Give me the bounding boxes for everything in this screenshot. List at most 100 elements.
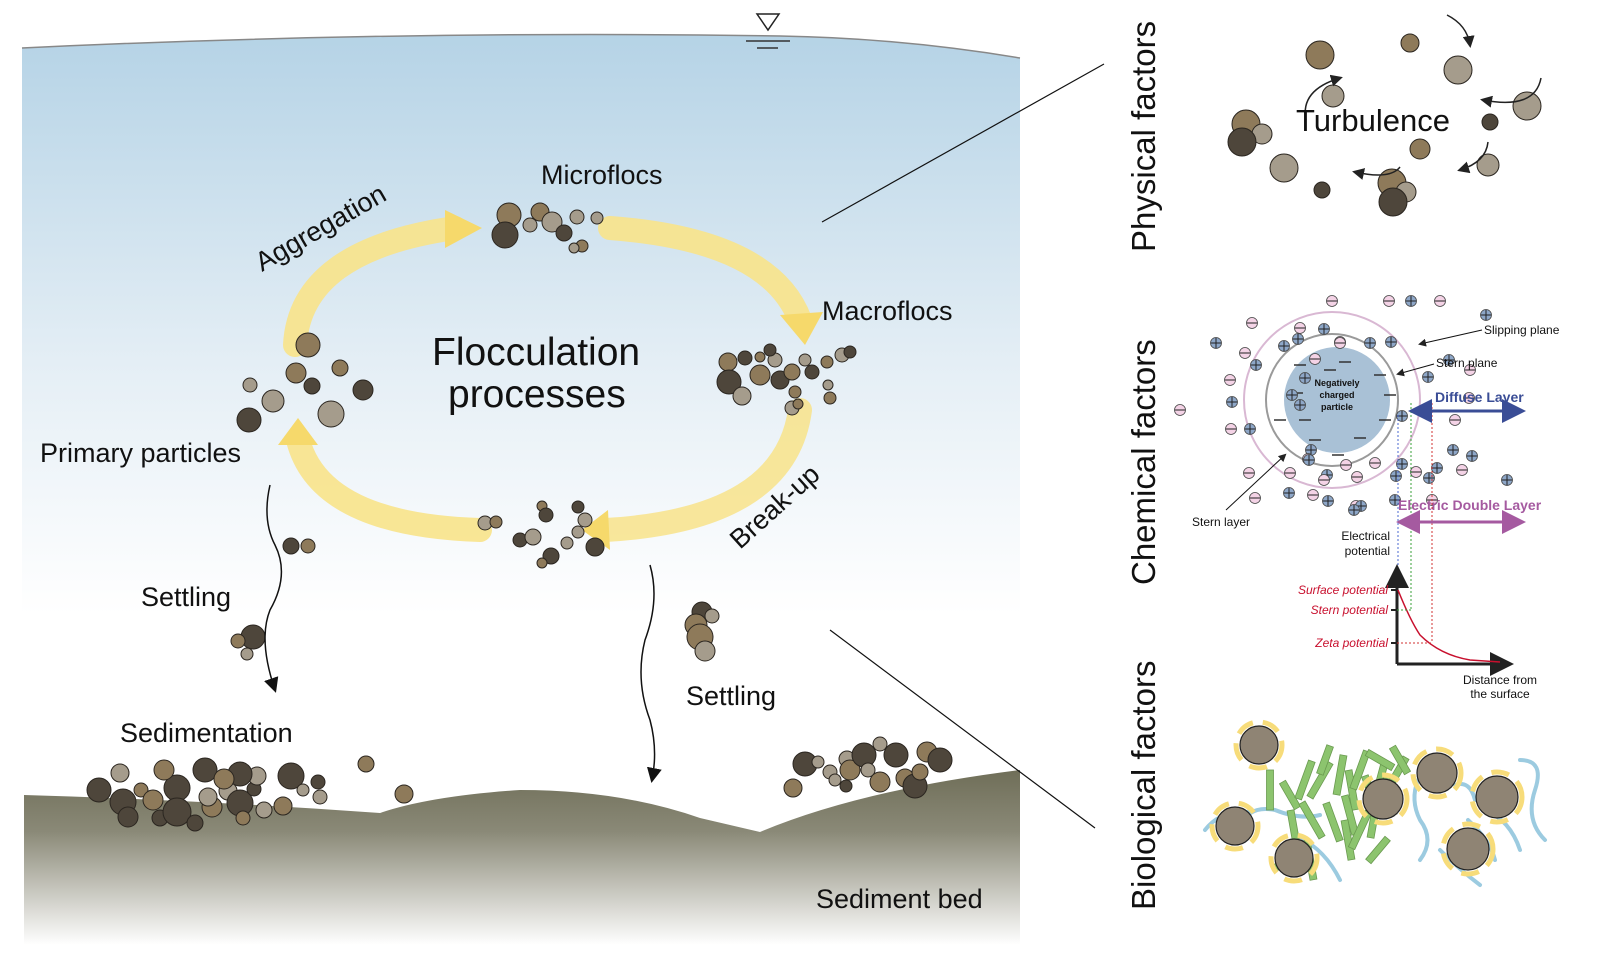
negative-ion-icon bbox=[1334, 337, 1346, 349]
sediment-particle bbox=[1215, 806, 1255, 846]
particle bbox=[331, 359, 349, 377]
y-axis-label-1: Electrical bbox=[1341, 529, 1390, 543]
water-level-icon bbox=[746, 13, 790, 49]
stern-potential-label: Stern potential bbox=[1311, 603, 1389, 617]
sediment-particle bbox=[1362, 778, 1404, 820]
positive-ion-icon bbox=[1294, 399, 1306, 411]
particle bbox=[571, 525, 585, 539]
turbulence-particle bbox=[1305, 40, 1335, 70]
particle bbox=[198, 787, 218, 807]
water-surface-line bbox=[21, 33, 1021, 59]
connector-biological bbox=[829, 629, 1096, 829]
positive-ion-icon bbox=[1385, 336, 1397, 348]
stern-plane-label: Stern plane bbox=[1436, 356, 1498, 370]
positive-ion-icon bbox=[1443, 354, 1455, 366]
particle bbox=[542, 547, 560, 565]
biological-panel bbox=[1203, 719, 1547, 887]
particle bbox=[732, 386, 752, 406]
sediment-particle bbox=[1239, 725, 1279, 765]
particle bbox=[883, 742, 909, 768]
positive-ion-icon bbox=[1405, 295, 1417, 307]
bacteria-rod bbox=[1316, 744, 1334, 776]
positive-ion-icon bbox=[1396, 458, 1408, 470]
eps-coating bbox=[1209, 800, 1261, 852]
positive-ion-icon bbox=[1423, 472, 1435, 484]
bacteria-rod bbox=[1332, 754, 1348, 796]
particle bbox=[117, 806, 139, 828]
label-sediment-bed: Sediment bed bbox=[816, 884, 983, 914]
particle bbox=[585, 537, 605, 557]
title-line2: processes bbox=[448, 373, 626, 416]
label-sedimentation: Sedimentation bbox=[120, 718, 293, 748]
particle bbox=[277, 762, 305, 790]
particle bbox=[536, 557, 548, 569]
particle bbox=[872, 736, 888, 752]
settling-arrow-left bbox=[264, 484, 283, 693]
negative-ion-icon bbox=[1449, 414, 1461, 426]
positive-ion-icon bbox=[1364, 337, 1376, 349]
particle bbox=[242, 377, 258, 393]
turbulence-label: Turbulence bbox=[1296, 103, 1450, 138]
label-biological-factors: Biological factors bbox=[1125, 661, 1162, 910]
turbulence-particle bbox=[1443, 55, 1473, 85]
eps-coating bbox=[1268, 832, 1320, 884]
title-line1: Flocculation bbox=[432, 331, 640, 374]
particle bbox=[282, 537, 300, 555]
stern-plane-ring bbox=[1265, 333, 1399, 467]
negative-ion-icon bbox=[1249, 492, 1261, 504]
particle bbox=[763, 343, 777, 357]
particle bbox=[489, 515, 503, 529]
flocculation-cycle-arrows bbox=[278, 210, 823, 550]
positive-ion-icon bbox=[1292, 333, 1304, 345]
particle bbox=[192, 757, 218, 783]
negative-ion-icon bbox=[1434, 295, 1446, 307]
negative-ion-icon bbox=[1383, 295, 1395, 307]
bacteria-rod bbox=[1364, 748, 1396, 772]
negative-ion-icon bbox=[1239, 347, 1251, 359]
sediment-particle bbox=[1446, 827, 1490, 871]
sediment-particle bbox=[1274, 838, 1314, 878]
positive-ion-icon bbox=[1422, 371, 1434, 383]
electric-double-layer-panel: Negatively charged particle Slipping pla… bbox=[1174, 295, 1560, 701]
turbulence-arrow bbox=[1304, 74, 1343, 121]
particle bbox=[783, 778, 803, 798]
positive-ion-icon bbox=[1480, 309, 1492, 321]
particle bbox=[240, 647, 254, 661]
bacteria-rod bbox=[1278, 779, 1302, 811]
particle bbox=[300, 538, 316, 554]
sediment-particle bbox=[1416, 752, 1458, 794]
positive-ion-icon bbox=[1299, 372, 1311, 384]
positive-ion-icon bbox=[1466, 450, 1478, 462]
bacteria-rod bbox=[1349, 749, 1371, 791]
particles-layer bbox=[86, 33, 1542, 832]
particle bbox=[235, 810, 251, 826]
particle bbox=[352, 379, 374, 401]
positive-ion-icon bbox=[1278, 340, 1290, 352]
bacteria-rod bbox=[1294, 759, 1316, 801]
connector-physical bbox=[821, 63, 1105, 223]
slipping-plane-label: Slipping plane bbox=[1484, 323, 1560, 337]
particle bbox=[851, 742, 877, 768]
particle bbox=[303, 377, 321, 395]
potential-curve bbox=[1397, 589, 1501, 663]
negative-ion-icon bbox=[1351, 471, 1363, 483]
eps-strand bbox=[1298, 836, 1342, 882]
positive-ion-icon bbox=[1318, 323, 1330, 335]
label-microflocs: Microflocs bbox=[541, 160, 663, 190]
eps-coating bbox=[1410, 746, 1464, 800]
particle bbox=[522, 217, 538, 233]
turbulence-arrow bbox=[1446, 14, 1475, 48]
negative-ion-icon bbox=[1284, 467, 1296, 479]
particle bbox=[927, 747, 953, 773]
particle bbox=[754, 351, 766, 363]
positive-ion-icon bbox=[1348, 504, 1360, 516]
particle bbox=[213, 768, 235, 790]
eps-coating bbox=[1440, 821, 1496, 877]
negative-ion-icon bbox=[1174, 404, 1186, 416]
surface-potential-label: Surface potential bbox=[1298, 583, 1388, 597]
turbulence-arrow bbox=[1352, 166, 1401, 180]
particle bbox=[236, 407, 262, 433]
particle bbox=[162, 797, 192, 827]
label-primary-particles: Primary particles bbox=[40, 438, 241, 468]
